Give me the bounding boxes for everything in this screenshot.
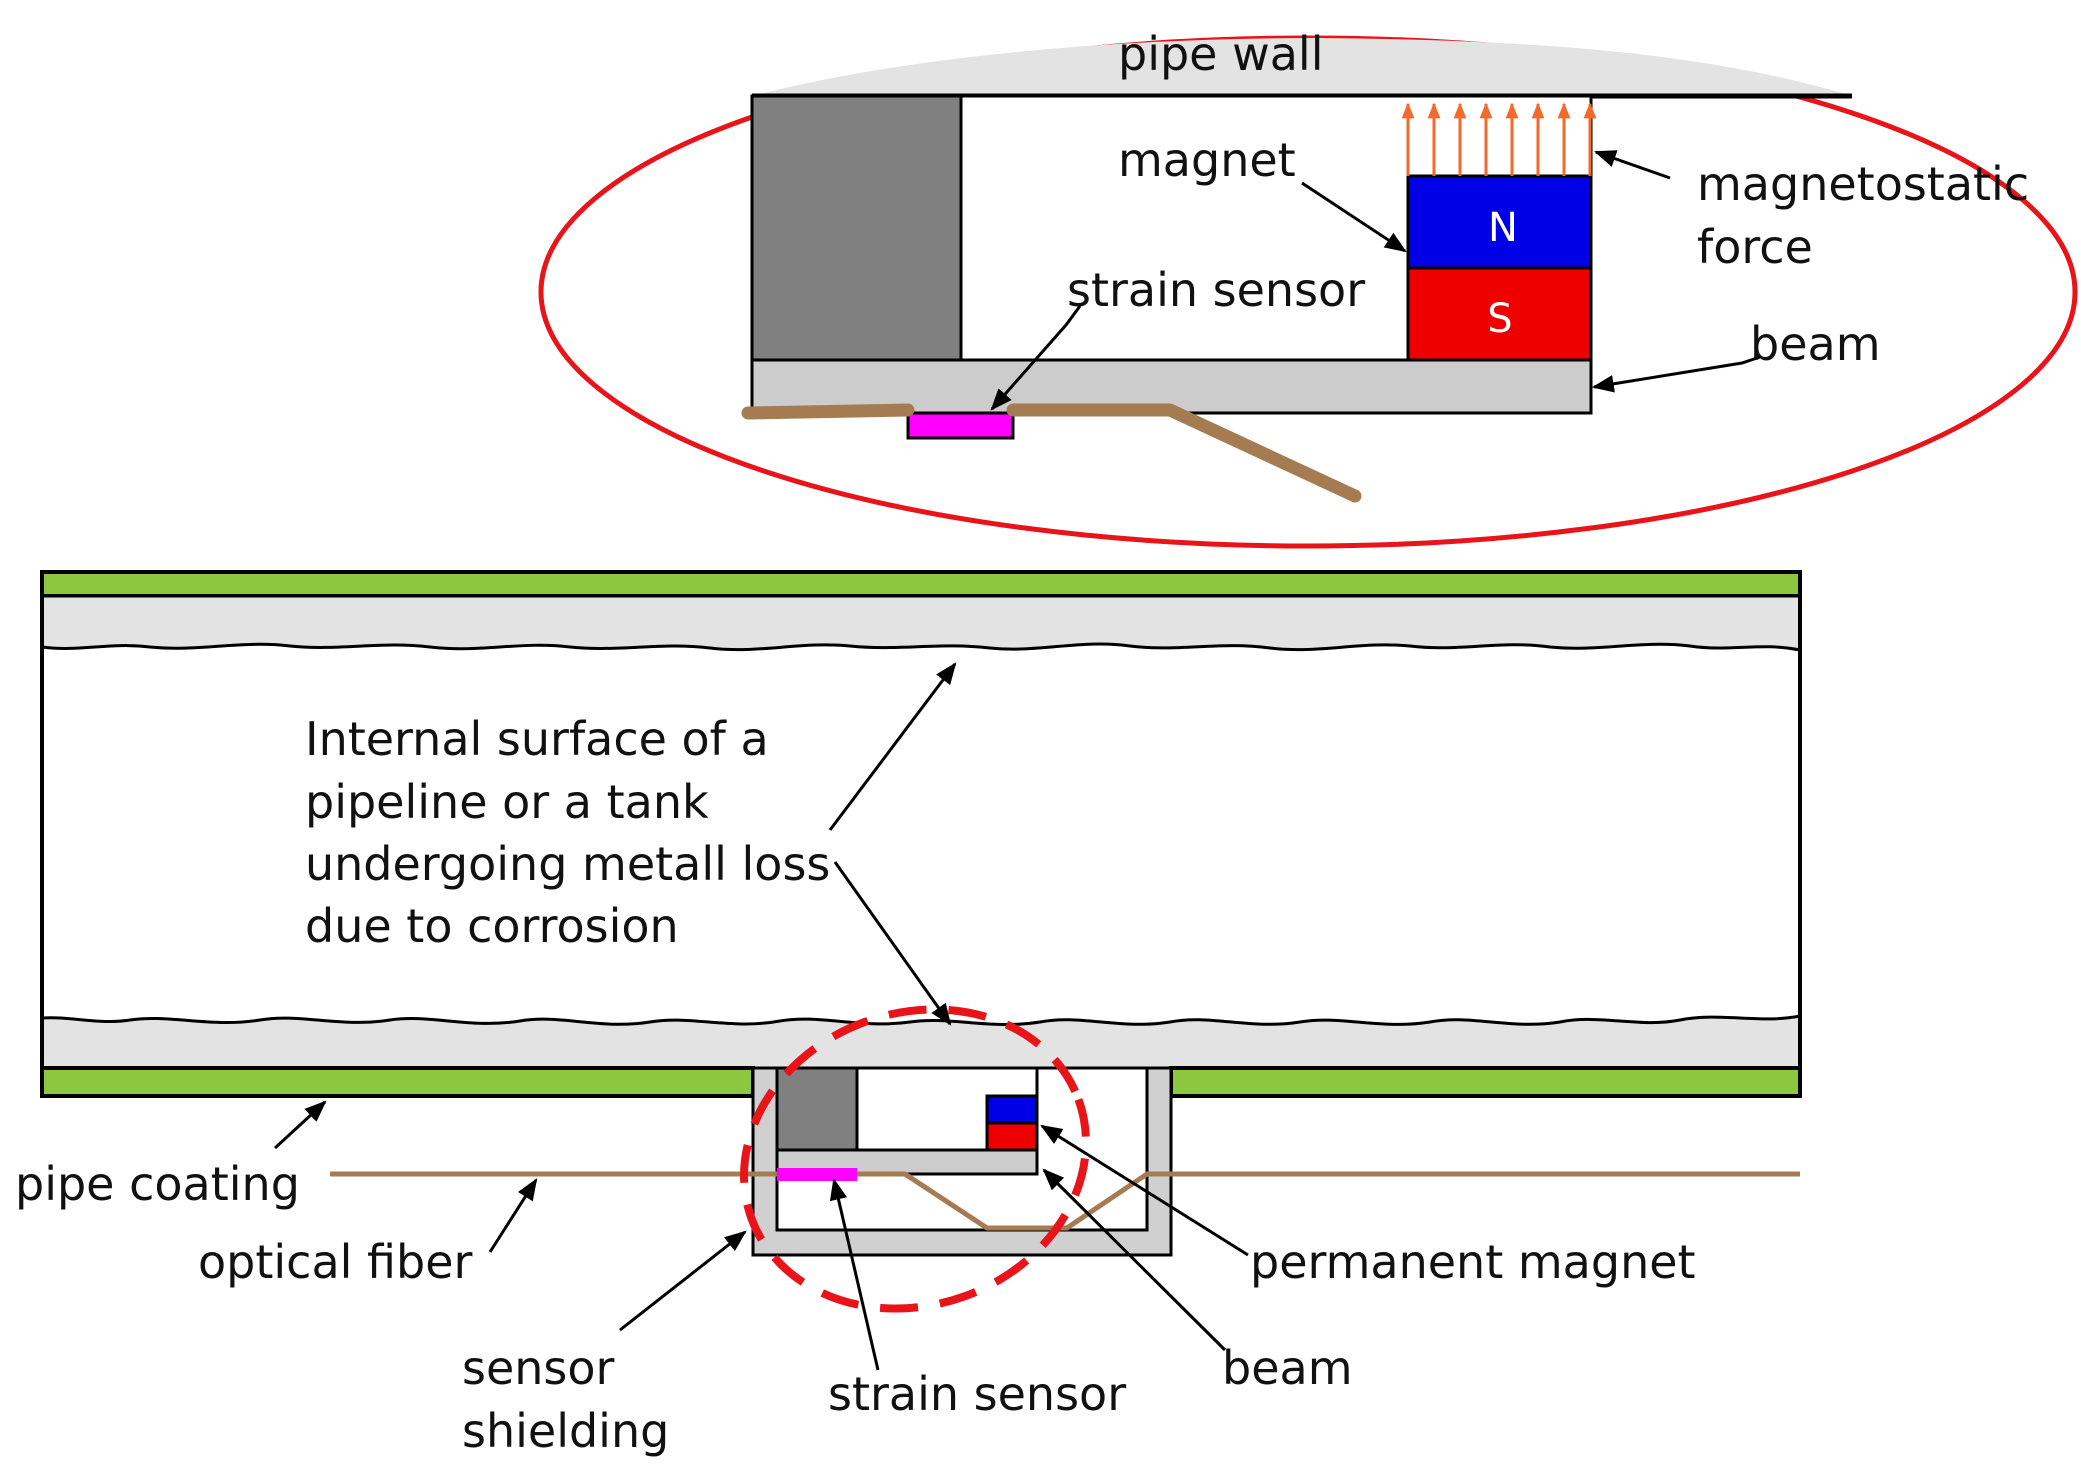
magnetostatic-label-1: magnetostatic (1697, 157, 2029, 211)
strain-sensor-bottom-label: strain sensor (828, 1367, 1126, 1421)
beam-top-label: beam (1750, 317, 1881, 371)
force-arrows (1401, 102, 1597, 176)
support-block (750, 94, 963, 362)
internal-surface-arrow-upper (828, 662, 957, 831)
north-label: N (1488, 205, 1518, 251)
permanent-magnet-north (985, 1094, 1039, 1125)
internal-surface-label-1: Internal surface of a (305, 712, 769, 766)
highlight-ellipse (740, 1005, 1090, 1313)
strain-sensor-top-arrow (990, 305, 1082, 411)
zoomed-detail: N S pipe wall magnet strain sensor magne… (538, 27, 2078, 549)
pipe-coating-bottom-right (1169, 1066, 1802, 1098)
pipe-coating-top (40, 570, 1802, 598)
optical-fiber (330, 1171, 1800, 1231)
strain-sensor-bottom-arrow (829, 1177, 880, 1371)
sensor-shielding-label-1: sensor (462, 1341, 615, 1395)
permanent-magnet-south (985, 1121, 1039, 1152)
south-label: S (1487, 296, 1512, 342)
magnet-label: magnet (1118, 133, 1296, 187)
optical-fiber-arrow (488, 1178, 538, 1253)
support-block-small (775, 1066, 859, 1152)
internal-surface-label-2: pipeline or a tank (305, 775, 709, 829)
sensor-shielding-arrow (619, 1230, 747, 1332)
strain-sensor-top-label: strain sensor (1067, 263, 1365, 317)
magnetostatic-label-2: force (1697, 220, 1813, 274)
pipe-coating-label: pipe coating (15, 1157, 300, 1211)
magnet-arrow (1301, 181, 1407, 253)
pipe-wall-top (752, 38, 1852, 96)
beam-top-arrow (1591, 355, 1761, 393)
magnet-south (1406, 266, 1593, 362)
optical-fiber-label: optical fiber (198, 1235, 473, 1289)
pipe-cross-section: Internal surface of a pipeline or a tank… (15, 570, 1802, 1458)
internal-surface-arrow-lower (833, 861, 952, 1026)
permanent-magnet-arrow (1040, 1124, 1249, 1257)
bottom-leaders (273, 662, 1249, 1371)
internal-surface-label-4: due to corrosion (305, 899, 679, 953)
beam-bottom-label: beam (1222, 1341, 1353, 1395)
pipe-wall-lower (40, 1014, 1802, 1070)
beam-bottom-arrow (1042, 1168, 1227, 1352)
top-leaders (990, 150, 1761, 411)
magnet-north (1406, 174, 1593, 270)
pipe-wall-upper (40, 594, 1802, 652)
pipe-coating-bottom-left (40, 1066, 755, 1098)
fiber-top (741, 403, 1362, 503)
strain-sensor-small (777, 1168, 857, 1181)
zoom-ellipse (538, 35, 2078, 549)
pipe-coating-arrow (273, 1100, 327, 1150)
force-pointer-arrow (1593, 150, 1671, 180)
pipe-wall-label: pipe wall (1118, 27, 1323, 81)
strain-sensor-top (906, 411, 1015, 440)
permanent-magnet-label: permanent magnet (1250, 1235, 1696, 1289)
sensor-shielding-label-2: shielding (462, 1404, 669, 1458)
internal-surface-label-3: undergoing metall loss (305, 837, 830, 891)
